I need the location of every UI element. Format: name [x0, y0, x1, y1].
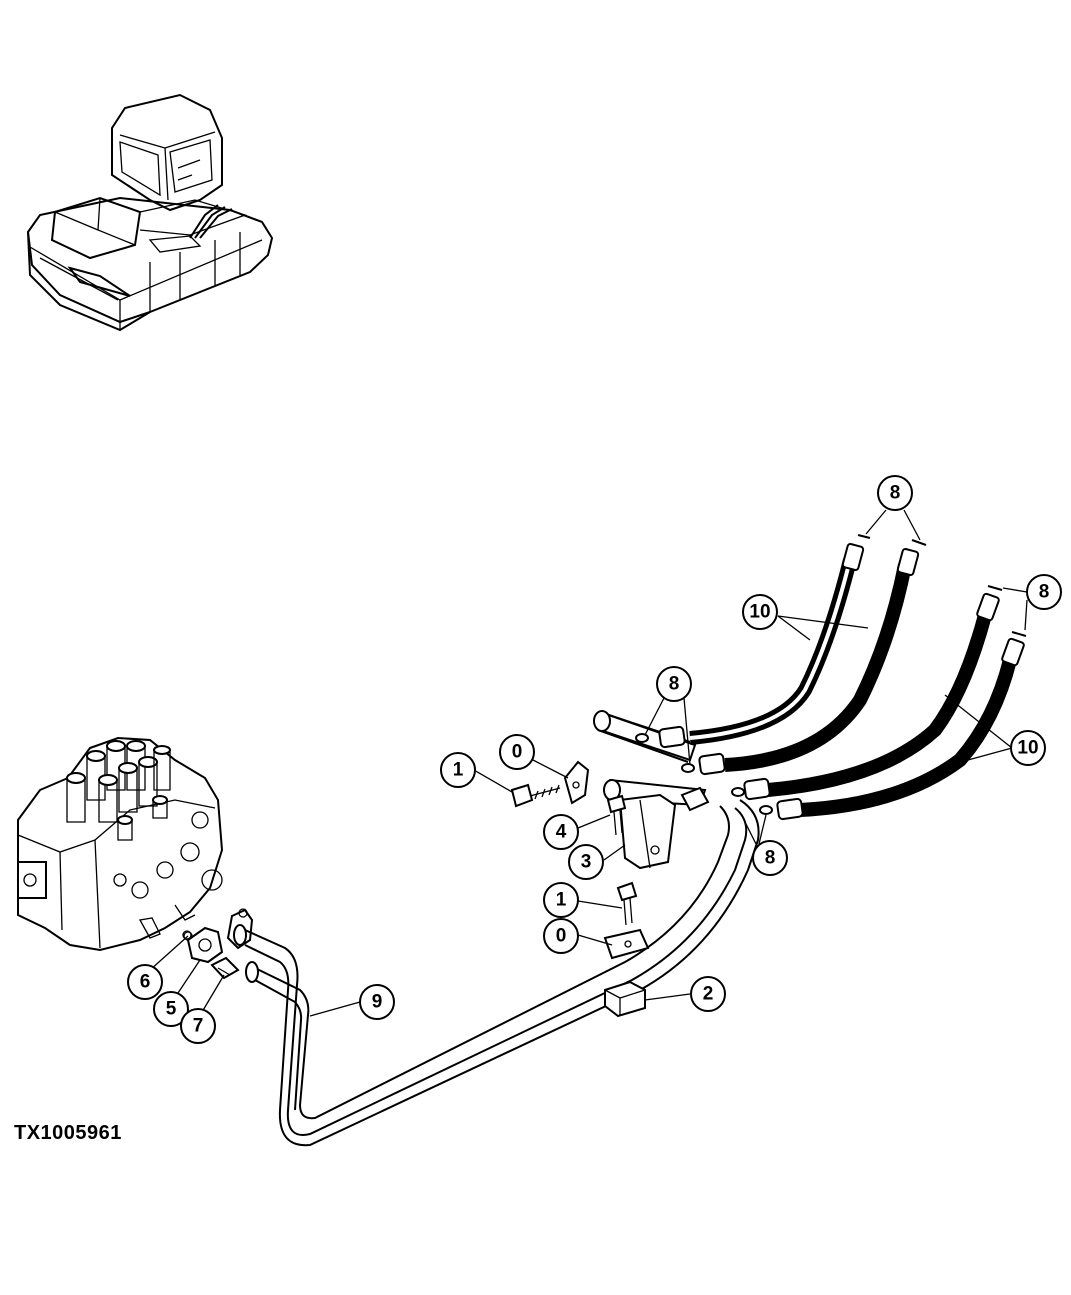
callout-label: 8	[669, 674, 680, 695]
callout-label: 10	[749, 602, 770, 623]
callout-label: 10	[1017, 738, 1038, 759]
callout-8-top: 8	[877, 475, 913, 511]
callout-label: 8	[765, 848, 776, 869]
callout-10-left: 10	[742, 594, 778, 630]
callout-label: 4	[556, 822, 567, 843]
callout-3: 3	[568, 844, 604, 880]
callout-8-lower: 8	[752, 840, 788, 876]
callout-6: 6	[127, 964, 163, 1000]
leader-lines	[149, 509, 1028, 1017]
callout-label: 5	[166, 999, 177, 1020]
callout-label: 0	[512, 742, 523, 763]
callout-4: 4	[543, 814, 579, 850]
figure-id-label: TX1005961	[14, 1122, 122, 1144]
callout-label: 2	[703, 984, 714, 1005]
callout-1-lower: 1	[543, 882, 579, 918]
callout-label: 8	[1039, 582, 1050, 603]
callout-1-upper: 1	[440, 752, 476, 788]
callout-7: 7	[180, 1008, 216, 1044]
callout-label: 9	[372, 992, 383, 1013]
callout-0-upper: 0	[499, 734, 535, 770]
callout-0-lower: 0	[543, 918, 579, 954]
callout-8-right: 8	[1026, 574, 1062, 610]
callout-label: 8	[890, 483, 901, 504]
callout-9: 9	[359, 984, 395, 1020]
callout-label: 1	[453, 760, 464, 781]
callout-label: 3	[581, 852, 592, 873]
callout-label: 1	[556, 890, 567, 911]
control-valve-illustration	[17, 736, 224, 952]
callout-10-right: 10	[1010, 730, 1046, 766]
callout-label: 0	[556, 926, 567, 947]
excavator-overview-illustration	[26, 93, 274, 332]
callout-2: 2	[690, 976, 726, 1012]
callout-8-middle: 8	[656, 666, 692, 702]
callout-5: 5	[153, 991, 189, 1027]
tube-line-illustration	[233, 799, 760, 1147]
callout-label: 7	[193, 1016, 204, 1037]
manifold-bracket-illustration	[510, 710, 710, 1018]
callout-label: 6	[140, 972, 151, 993]
hoses-illustration	[635, 534, 1027, 821]
